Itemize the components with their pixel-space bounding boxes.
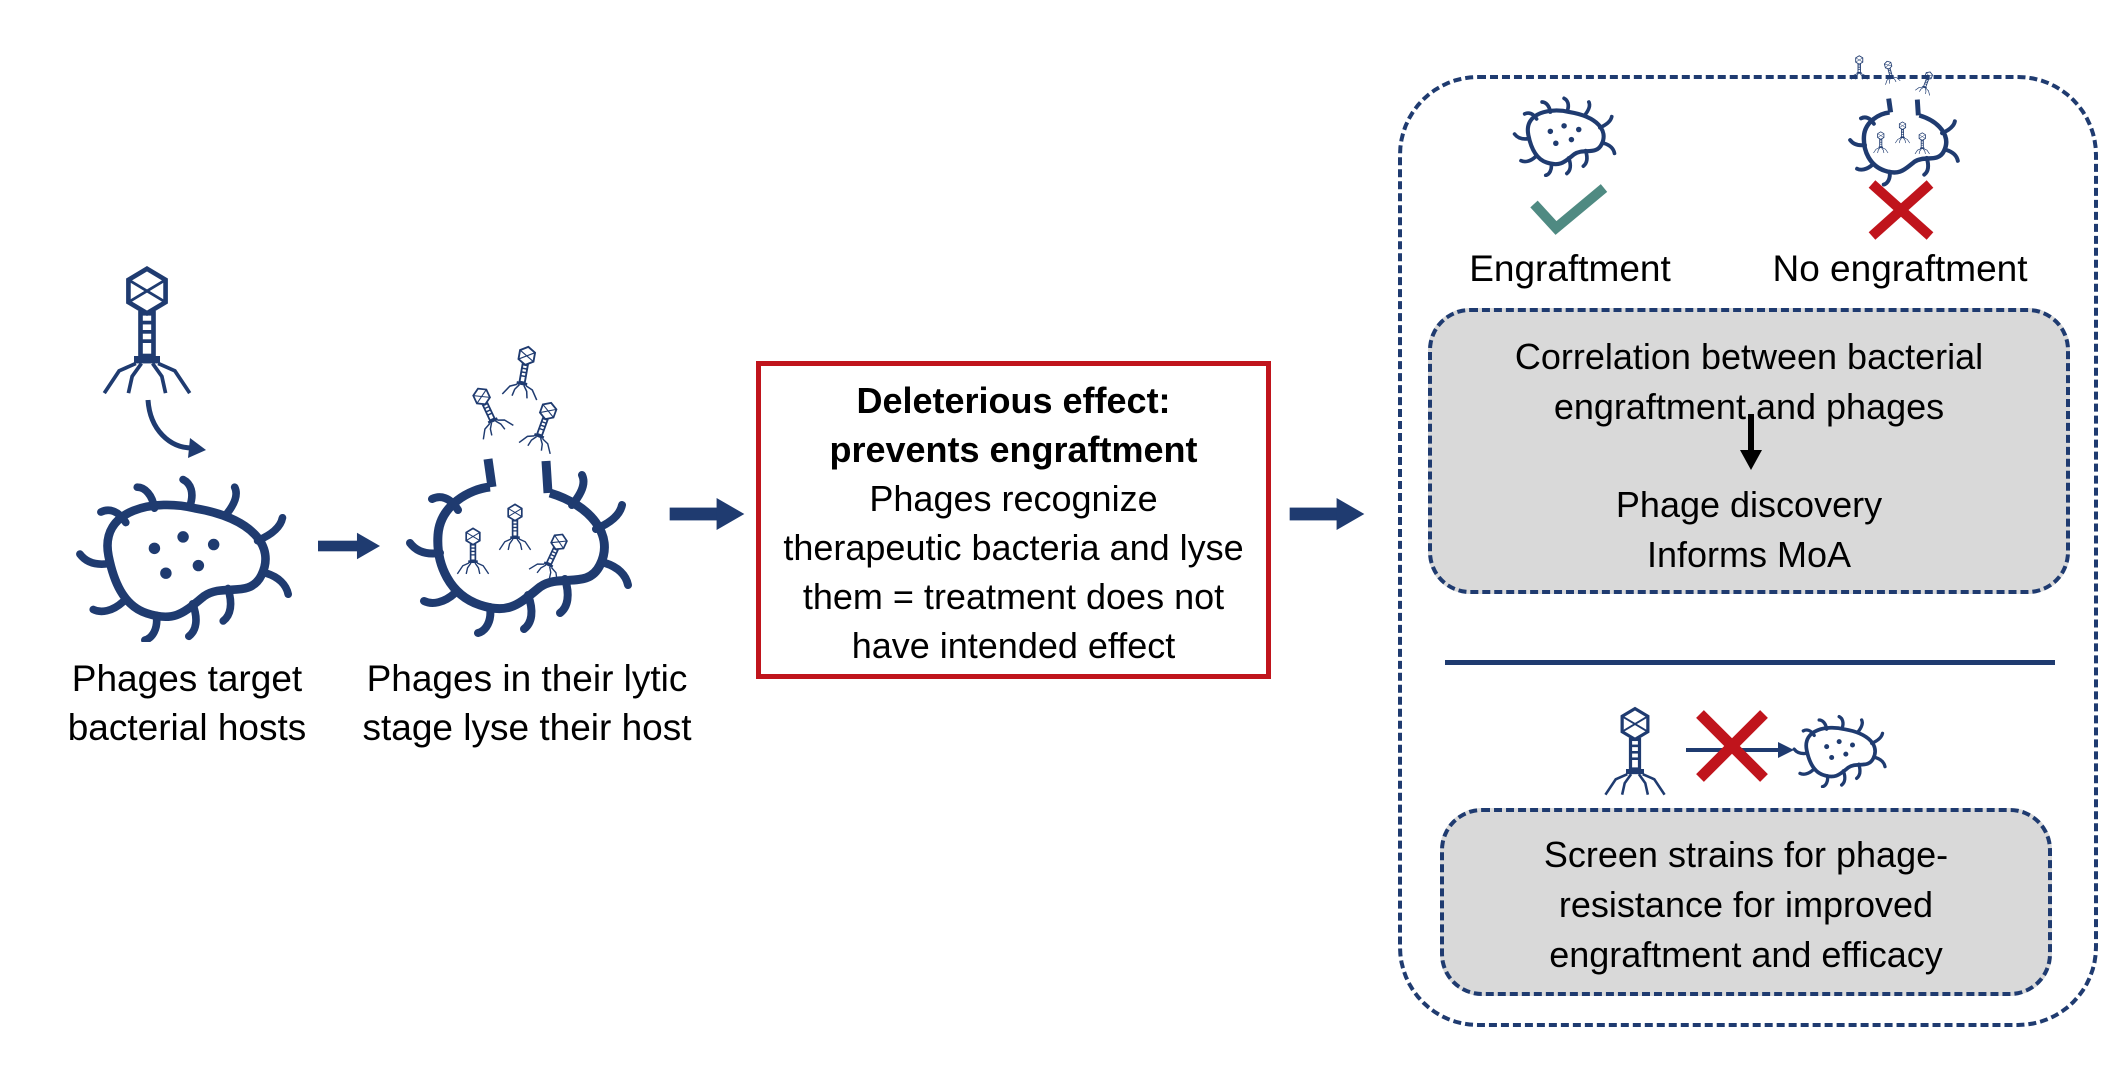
lysed-bacterium-icon: [406, 342, 632, 637]
bacterium-icon: [1510, 93, 1620, 177]
outcomes-panel: [1398, 75, 2098, 1027]
correlation-line1: Correlation between bacterial: [1514, 336, 1984, 377]
screen-line3: engraftment and efficacy: [1549, 934, 1943, 975]
step2-caption: Phages in their lytic stage lyse their h…: [362, 658, 692, 748]
cross-icon: [1696, 710, 1768, 782]
flow-arrow-icon: [669, 498, 745, 530]
bacterium-icon: [1792, 714, 1887, 788]
bacterium-icon: [70, 470, 300, 642]
flow-arrow-icon: [318, 532, 380, 560]
flow-arrow-icon: [1289, 498, 1365, 530]
screen-line2: resistance for improved: [1558, 884, 1934, 925]
effect-body: Phages recognize therapeutic bacteria an…: [783, 478, 1244, 666]
curved-arrow-icon: [145, 399, 206, 458]
check-icon: [1530, 184, 1608, 235]
bacteriophage-icon: [82, 265, 212, 395]
deleterious-effect-box: Deleterious effect: prevents engraftment…: [756, 361, 1271, 679]
engraftment-label: Engraftment: [1469, 248, 1671, 289]
step1-caption: Phages target bacterial hosts: [67, 658, 307, 748]
correlation-line3: Phage discovery: [1615, 484, 1883, 525]
no-engraftment-label: No engraftment: [1772, 248, 2028, 289]
divider: [1445, 660, 2055, 665]
effect-title: Deleterious effect: prevents engraftment: [829, 380, 1198, 470]
bacteriophage-icon: [1590, 706, 1680, 796]
correlation-line4: Informs MoA: [1646, 534, 1852, 575]
down-arrow-icon: [1740, 414, 1762, 470]
cross-icon: [1868, 180, 1934, 240]
screen-strains-box: Screen strains for phage- resistance for…: [1440, 808, 2052, 996]
lysed-bacterium-icon: [1848, 55, 1960, 187]
screen-line1: Screen strains for phage-: [1543, 834, 1949, 875]
